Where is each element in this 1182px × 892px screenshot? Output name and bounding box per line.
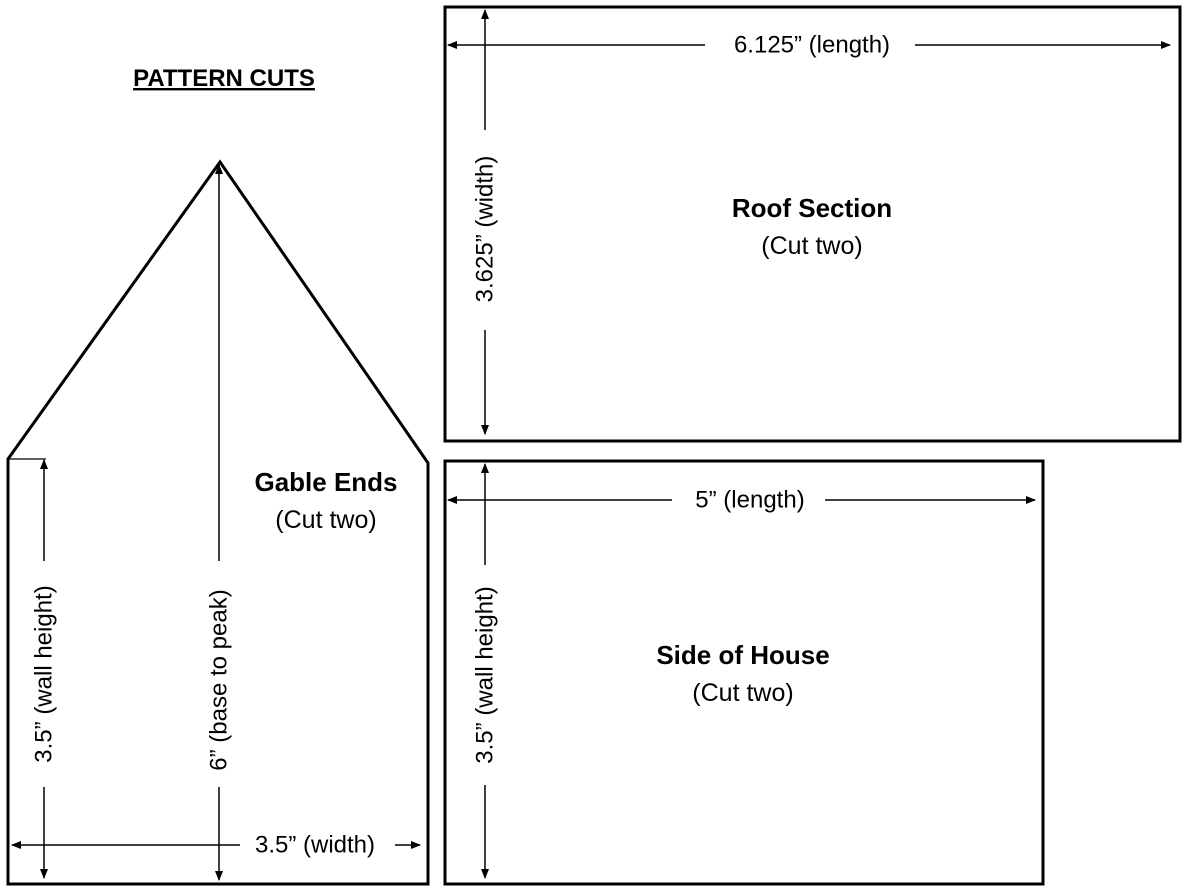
roof-length-label: 6.125” (length) [734, 32, 890, 59]
roof-section-name: Roof Section [732, 193, 892, 223]
side-of-house-piece: Side of House (Cut two) 5” (length) 3.5”… [443, 459, 1045, 886]
side-of-house-outline [443, 459, 1045, 886]
page-title: PATTERN CUTS [133, 65, 315, 92]
roof-section-outline [443, 5, 1182, 443]
gable-base-to-peak-label: 6” (base to peak) [206, 589, 233, 770]
side-wall-height-label: 3.5” (wall height) [472, 586, 499, 763]
side-length-label: 5” (length) [695, 487, 804, 514]
gable-end-name: Gable Ends [254, 467, 397, 497]
gable-end-instruction: (Cut two) [275, 506, 376, 534]
gable-wall-height-label: 3.5” (wall height) [31, 585, 58, 762]
side-of-house-name: Side of House [656, 640, 829, 670]
roof-width-label: 3.625” (width) [472, 156, 499, 303]
gable-end-outline [6, 159, 430, 886]
roof-section-instruction: (Cut two) [761, 232, 862, 260]
gable-end-piece: Gable Ends (Cut two) 3.5” (wall height) … [6, 159, 430, 886]
roof-section-piece: Roof Section (Cut two) 6.125” (length) 3… [443, 5, 1182, 443]
gable-width-label: 3.5” (width) [255, 832, 375, 859]
side-of-house-instruction: (Cut two) [692, 679, 793, 707]
